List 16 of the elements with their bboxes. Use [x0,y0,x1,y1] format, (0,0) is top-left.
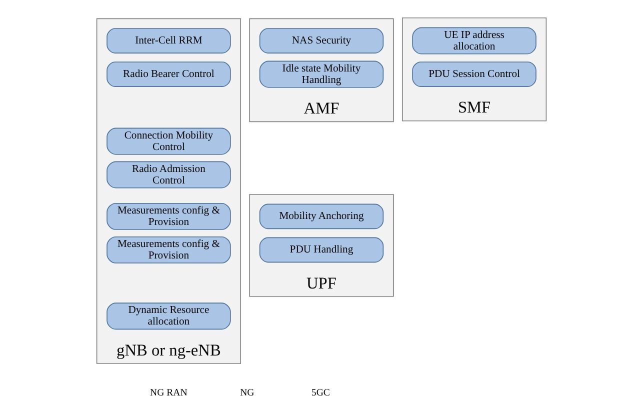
label: NG RAN [150,387,187,398]
label: 5GC [310,387,330,398]
node-box: UE IP address allocation [412,27,536,54]
node-box: Measurements config & Provision [106,236,230,264]
node-box: PDU Session Control [412,62,536,87]
node-box: Mobility Anchoring [258,204,384,230]
node-box: Inter-Cell RRM [106,28,230,54]
node-box: Measurements config & Provision [106,202,230,230]
node-box: Idle state Mobility Handling [258,60,384,88]
node-box: Connection Mobility Control [106,128,230,155]
node-box: Radio Bearer Control [106,62,230,87]
node-box: Radio Admission Control [106,161,230,188]
node-box: PDU Handling [258,237,384,263]
label: NG [240,387,254,398]
node-box: Dynamic Resource allocation [106,302,230,330]
node-box: NAS Security [258,28,384,54]
